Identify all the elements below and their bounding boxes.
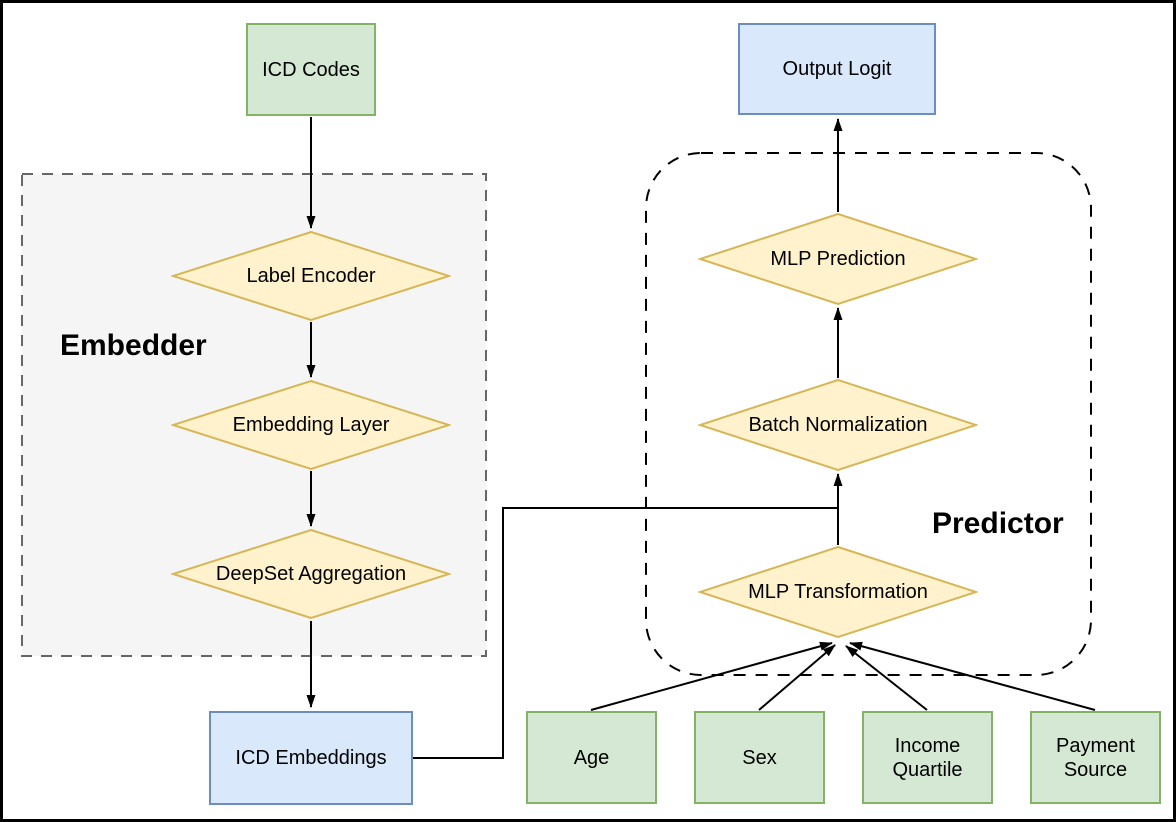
node-mlp-prediction-label: MLP Prediction bbox=[770, 248, 906, 270]
node-output-logit-label: Output Logit bbox=[782, 58, 892, 80]
node-deepset-aggregation: DeepSet Aggregation bbox=[171, 529, 451, 619]
node-mlp-transformation: MLP Transformation bbox=[698, 546, 978, 638]
edge-icd-embeddings-to-batch-normalization bbox=[413, 507, 838, 759]
node-batch-normalization: Batch Normalization bbox=[698, 379, 978, 471]
node-label-encoder: Label Encoder bbox=[171, 231, 451, 321]
edge-sex-to-mlp-transformation bbox=[758, 644, 836, 711]
node-deepset-aggregation-label: DeepSet Aggregation bbox=[215, 563, 407, 585]
edge-payment-source-to-mlp-transformation bbox=[849, 641, 1096, 711]
node-icd-embeddings: ICD Embeddings bbox=[209, 711, 413, 805]
node-embedding-layer: Embedding Layer bbox=[171, 380, 451, 470]
node-batch-normalization-label: Batch Normalization bbox=[748, 414, 928, 436]
mlp-prediction-diamond-shape bbox=[698, 213, 978, 305]
node-payment-source: Payment Source bbox=[1030, 711, 1161, 804]
node-icd-codes-label: ICD Codes bbox=[262, 58, 360, 81]
node-icd-embeddings-label: ICD Embeddings bbox=[235, 747, 387, 769]
node-label-encoder-label: Label Encoder bbox=[246, 265, 376, 287]
node-age: Age bbox=[526, 711, 657, 804]
node-payment-source-label: Payment Source bbox=[1056, 734, 1135, 781]
node-sex: Sex bbox=[694, 711, 825, 804]
embedder-region-label: Embedder bbox=[60, 329, 207, 362]
node-mlp-transformation-label: MLP Transformation bbox=[748, 581, 928, 603]
label-encoder-diamond-shape bbox=[171, 231, 451, 321]
node-output-logit: Output Logit bbox=[738, 23, 936, 115]
node-income-quartile-label: Income Quartile bbox=[892, 734, 963, 781]
predictor-region-label: Predictor bbox=[932, 507, 1064, 540]
edge-income-quartile-to-mlp-transformation bbox=[845, 645, 928, 711]
node-age-label: Age bbox=[573, 746, 610, 769]
predictor-region-outline bbox=[645, 152, 1092, 676]
embedding-layer-diamond-shape bbox=[171, 380, 451, 470]
mlp-transformation-diamond-shape bbox=[698, 546, 978, 638]
node-mlp-prediction: MLP Prediction bbox=[698, 213, 978, 305]
deepset-aggregation-diamond-shape bbox=[171, 529, 451, 619]
edge-age-to-mlp-transformation bbox=[590, 641, 833, 711]
node-embedding-layer-label: Embedding Layer bbox=[232, 414, 390, 436]
node-income-quartile: Income Quartile bbox=[862, 711, 993, 804]
batch-normalization-diamond-shape bbox=[698, 379, 978, 471]
node-icd-codes: ICD Codes bbox=[246, 23, 376, 116]
node-sex-label: Sex bbox=[742, 746, 777, 769]
